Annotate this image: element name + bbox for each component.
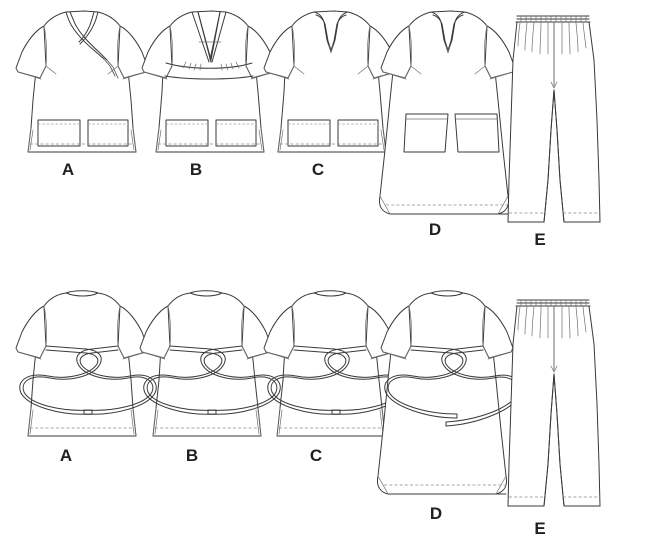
view-a-back: A (15, 290, 157, 465)
front-views-row: A (15, 10, 601, 249)
view-e-back: E (507, 299, 601, 538)
view-label-a-back: A (60, 446, 72, 465)
view-label-d-front: D (429, 220, 441, 239)
view-e-front: E (507, 15, 601, 249)
view-a-front: A (15, 10, 149, 179)
view-c-front: C (263, 10, 399, 179)
view-label-b-front: B (190, 160, 202, 179)
view-label-e-front: E (534, 230, 545, 249)
view-label-c-back: C (310, 446, 322, 465)
back-views-row: A B (15, 290, 601, 538)
view-label-d-back: D (430, 504, 442, 523)
view-d-front: D (379, 10, 516, 239)
view-c-back: C (263, 290, 405, 465)
view-label-c-front: C (312, 160, 324, 179)
view-label-a-front: A (62, 160, 74, 179)
view-b-front: B (141, 10, 277, 179)
view-b-back: B (139, 290, 281, 465)
view-label-e-back: E (534, 519, 545, 538)
view-label-b-back: B (186, 446, 198, 465)
view-d-back: D (377, 290, 522, 523)
